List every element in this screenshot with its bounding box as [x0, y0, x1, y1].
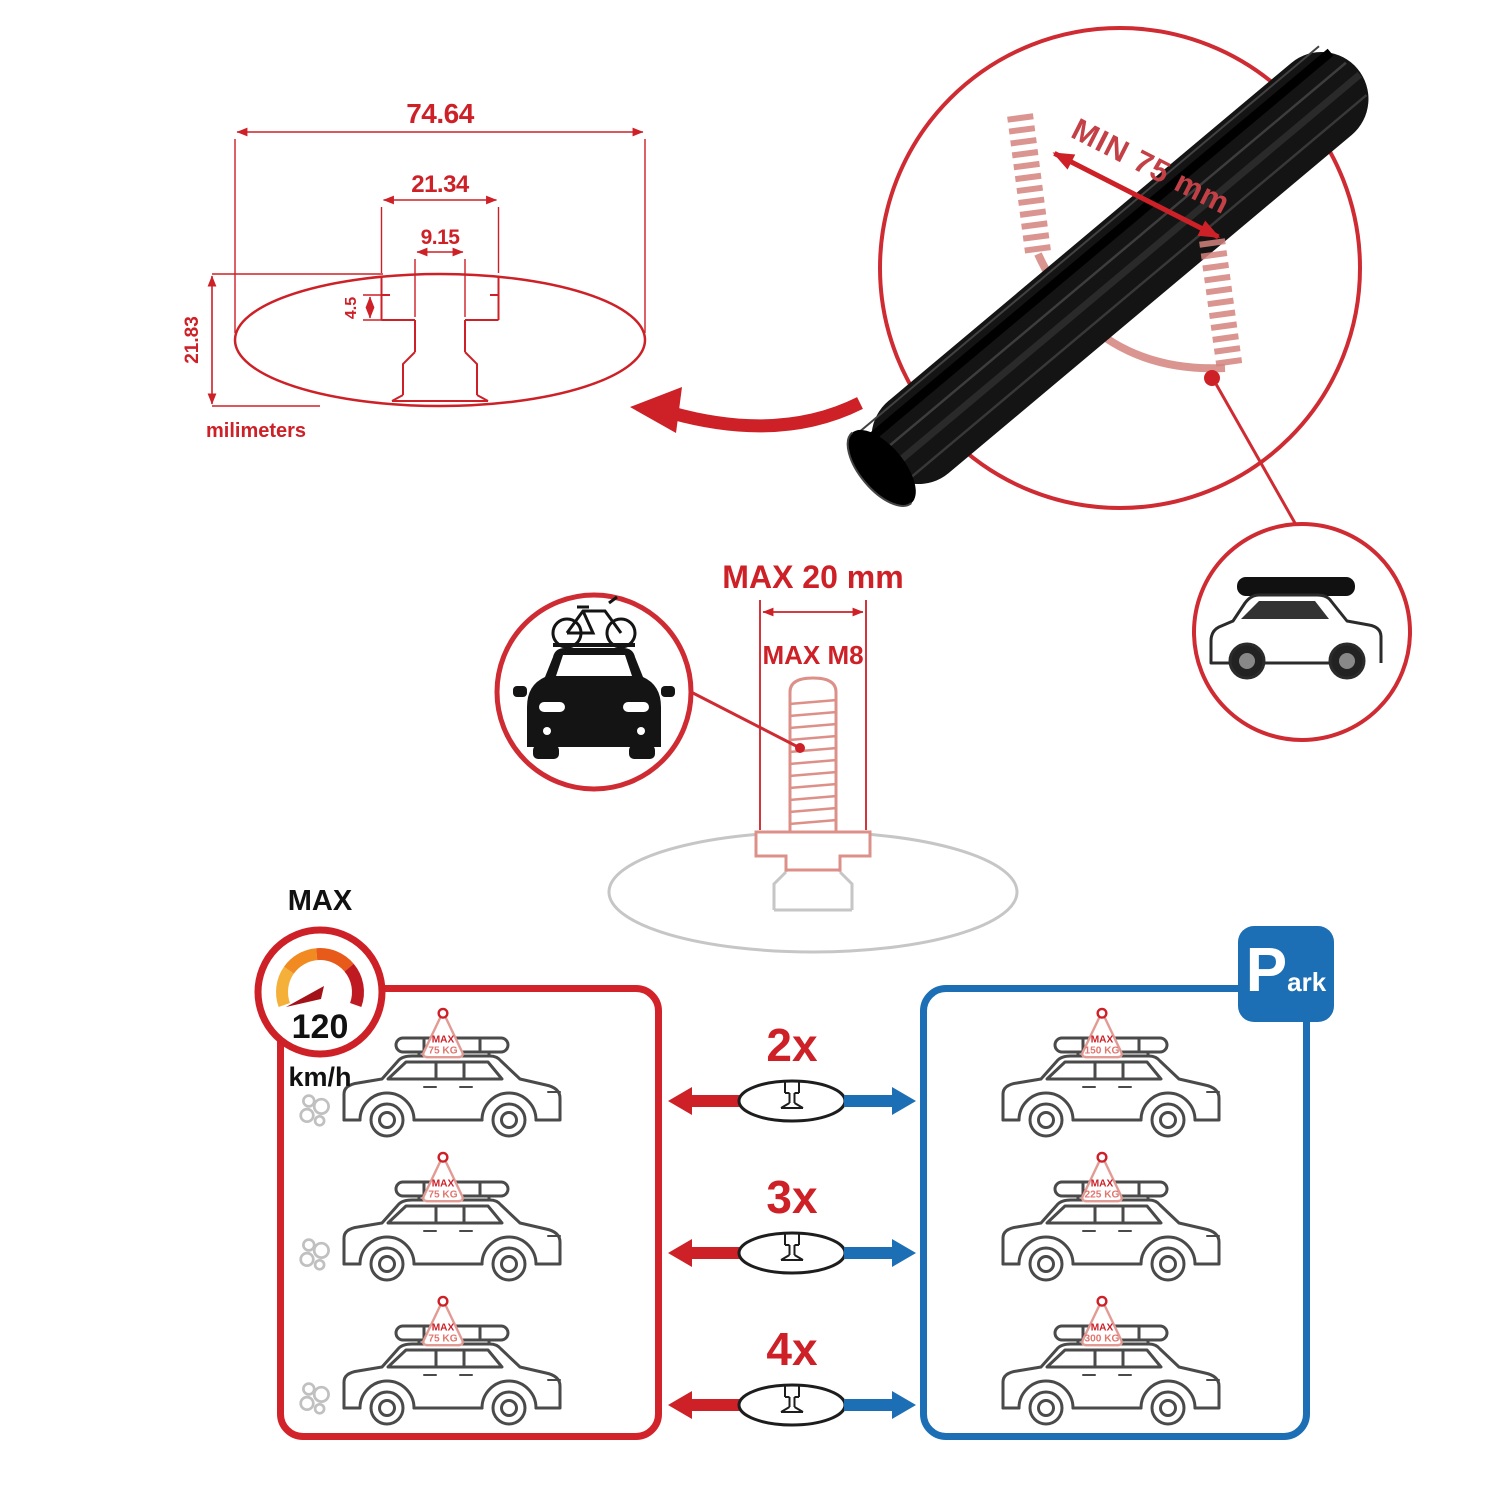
blue-arrow-icon: [844, 1391, 916, 1419]
dim-overall-width: 74.64: [406, 98, 474, 129]
dim-lip-depth: 4.5: [343, 297, 360, 319]
crossbar-section-icon: [737, 1383, 847, 1427]
speed-units: km/h: [288, 1062, 351, 1092]
parked-config-row: MAX 225 KG: [927, 1150, 1298, 1292]
tag-max-label: MAX: [1091, 1323, 1114, 1334]
suv-roofbox-circle: [1192, 522, 1412, 742]
car-bike-circle: [494, 592, 694, 792]
tag-load-value: 75 KG: [428, 1189, 457, 1200]
driving-config-row: MAX 75 KG: [284, 1294, 655, 1436]
bolt-thread-label: MAX M8: [762, 640, 863, 670]
tag-max-label: MAX: [1091, 1179, 1114, 1190]
parked-config-row: MAX 300 KG: [927, 1294, 1298, 1436]
bolt-max-width-label: MAX 20 mm: [722, 560, 903, 595]
dim-slot-width: 9.15: [421, 226, 461, 249]
driving-config-row: MAX 75 KG: [284, 1006, 655, 1148]
tag-max-label: MAX: [432, 1179, 455, 1190]
callout-line: [1214, 383, 1310, 547]
tag-load-value: 75 KG: [428, 1045, 457, 1056]
load-tag: MAX 300 KG: [1081, 1295, 1123, 1347]
parking-sign-letter: P: [1245, 936, 1288, 1005]
red-arrow-icon: [668, 1239, 740, 1267]
driving-config-row: MAX 75 KG: [284, 1150, 655, 1292]
load-tag: MAX 75 KG: [422, 1295, 464, 1347]
tag-max-label: MAX: [432, 1035, 455, 1046]
speedometer-icon: [276, 948, 364, 1008]
callout-dot: [1204, 370, 1220, 386]
parking-sign-suffix: ark: [1287, 967, 1327, 997]
load-tag: MAX 75 KG: [422, 1007, 464, 1059]
load-tag: MAX 225 KG: [1081, 1151, 1123, 1203]
bar-count-row: [668, 1383, 916, 1427]
multiplier-label: 4x: [766, 1323, 818, 1375]
multiplier-label: 3x: [766, 1171, 818, 1223]
multiplier-label: 2x: [766, 1019, 818, 1071]
pointer-arrow-icon: [630, 387, 863, 433]
bar-count-row: [668, 1079, 916, 1123]
tag-load-value: 150 KG: [1085, 1045, 1120, 1056]
crossbar-detail-circle: MIN 75 mm: [846, 26, 1369, 547]
bolt-callout-line: [690, 690, 801, 750]
bar-count-row: [668, 1231, 916, 1275]
speedometer-needle: [286, 986, 324, 1007]
suv-roofbox-icon: [1209, 577, 1383, 680]
magnifier-circle: [878, 26, 1362, 510]
car-front-icon: [513, 643, 675, 759]
profile-ellipse: [233, 272, 647, 408]
bolt-callout-dot: [795, 743, 805, 753]
tag-load-value: 75 KG: [428, 1333, 457, 1344]
tag-load-value: 225 KG: [1085, 1189, 1120, 1200]
tag-load-value: 300 KG: [1085, 1333, 1120, 1344]
tag-max-label: MAX: [432, 1323, 455, 1334]
red-arrow-icon: [668, 1087, 740, 1115]
red-arrow-icon: [668, 1391, 740, 1419]
t-bolt-icon: [754, 676, 872, 872]
dimension-lines: [207, 127, 644, 405]
speed-value: 120: [292, 1008, 349, 1046]
crossbar-photo: [846, 45, 1369, 507]
blue-arrow-icon: [844, 1087, 916, 1115]
clamp-front-post-icon: [1199, 238, 1243, 372]
load-tag: MAX 150 KG: [1081, 1007, 1123, 1059]
crossbar-section-icon: [737, 1231, 847, 1275]
driving-zone: MAX 75 KG MAX 75 KG MAX 75 KG: [277, 985, 662, 1440]
dim-overall-height: 21.83: [182, 316, 203, 364]
bolt-diagram: MAX 20 mm MAX M8: [607, 560, 1019, 954]
cross-section-drawing: 74.64 21.34 9.15 4.5 21.83 milimeters: [182, 98, 647, 442]
parked-config-row: MAX 150 KG: [927, 1006, 1298, 1148]
units-label: milimeters: [206, 420, 306, 442]
speed-limit-badge: MAX 120 km/h: [254, 885, 386, 1092]
extension-lines: [212, 139, 646, 407]
parked-zone: MAX 150 KG MAX 225 KG MAX 300 KG: [920, 985, 1310, 1440]
crossbar-section-icon: [737, 1079, 847, 1123]
dim-channel-width: 21.34: [411, 171, 470, 198]
tag-max-label: MAX: [1091, 1035, 1114, 1046]
profile-channel: [380, 277, 500, 402]
bolt-extension-lines: [759, 600, 867, 830]
speed-max-label: MAX: [288, 885, 353, 917]
blue-arrow-icon: [844, 1239, 916, 1267]
load-tag: MAX 75 KG: [422, 1151, 464, 1203]
